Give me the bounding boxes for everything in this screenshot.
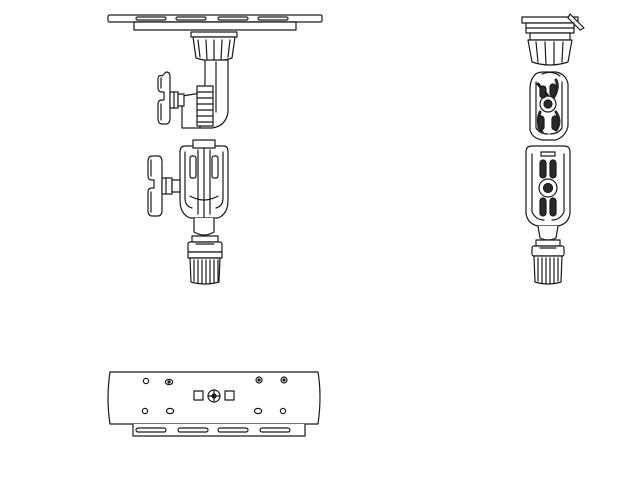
side-view: [521, 13, 585, 285]
top-plate-outline: [107, 371, 321, 437]
side-top-plate: [521, 13, 585, 41]
top-plate-holes: [141, 376, 288, 415]
front-lower-star-knob: [147, 155, 181, 217]
front-upper-star-knob: [157, 71, 185, 125]
front-lower-socket-housing: [179, 139, 229, 236]
side-top-collar: [527, 39, 573, 66]
side-bottom-collar: [531, 239, 565, 285]
front-arm-elbow: [181, 59, 229, 129]
side-lower-housing: [525, 145, 571, 241]
top-view: [107, 371, 321, 437]
front-top-collar: [190, 31, 238, 62]
front-base-plate: [107, 14, 323, 31]
top-center-mount: [193, 389, 235, 403]
front-bottom-collar: [187, 235, 223, 285]
front-view: [107, 14, 323, 285]
side-upper-arm: [529, 71, 569, 141]
